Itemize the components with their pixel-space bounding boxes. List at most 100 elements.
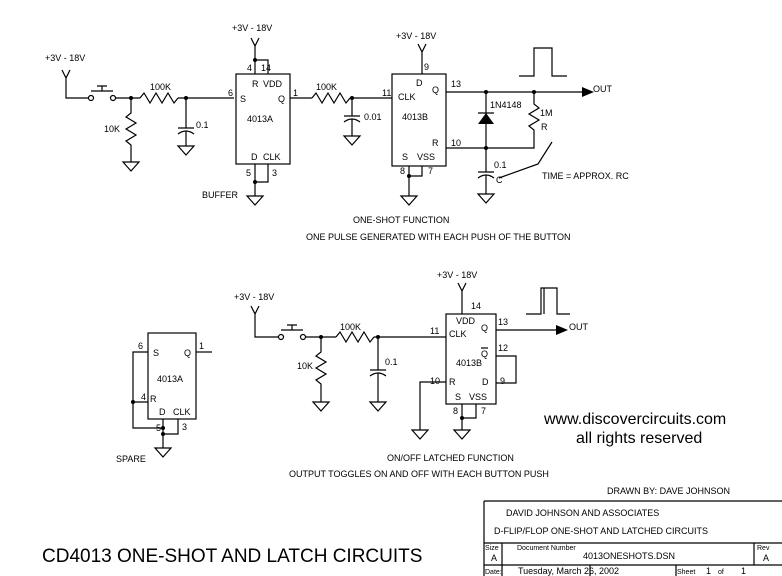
ic-name: 4013B [402, 112, 428, 122]
pin-label-vdd: VDD [263, 79, 283, 89]
capacitor-label: 0.01 [364, 112, 382, 122]
pin-label-clk: CLK [173, 407, 191, 417]
out-arrow [582, 87, 594, 97]
function-title-bottom: ON/OFF LATCHED FUNCTION [387, 453, 514, 463]
pin-number: 14 [261, 63, 271, 73]
pulse-waveform [526, 287, 570, 315]
wire [255, 59, 269, 74]
resistor-label: 100K [316, 82, 337, 92]
main-title: CD4013 ONE-SHOT AND LATCH CIRCUITS [42, 546, 422, 567]
pin-number: 1 [293, 88, 298, 98]
out-label: OUT [593, 84, 613, 94]
pin-label-s: S [240, 94, 246, 104]
pin-label-q: Q [184, 348, 191, 358]
ic-4013b-bottom [445, 313, 497, 405]
date-value: Tuesday, March 26, 2002 [518, 566, 619, 576]
sheet-header: Sheet [677, 569, 695, 576]
junction-dot [161, 426, 165, 430]
junction-dot [407, 174, 411, 178]
pin-number: 10 [451, 138, 461, 148]
capacitor-c [477, 148, 495, 194]
antenna-supply [250, 37, 260, 74]
capacitor-0.01 [343, 98, 361, 136]
spare-label: SPARE [116, 454, 146, 464]
pin-label-qbar: Q [481, 349, 488, 359]
time-formula: TIME = APPROX. RC [542, 171, 629, 181]
resistor-label: 100K [150, 82, 171, 92]
pin-label-q: Q [432, 85, 439, 95]
drawn-by: DRAWN BY: DAVE JOHNSON [607, 486, 730, 496]
junction-dot [253, 180, 257, 184]
pin-label-clk: CLK [449, 329, 467, 339]
ic-4013a-top [235, 73, 291, 165]
capacitor-label: 0.1 [494, 160, 507, 170]
pin-number: 11 [430, 326, 439, 336]
resistor-1m [486, 92, 541, 149]
antenna-input [61, 69, 88, 99]
ground-symbol [452, 429, 472, 440]
website-url: www.discovercircuits.com [543, 411, 726, 428]
pin-number: 3 [182, 422, 187, 432]
pin-number: 3 [272, 168, 277, 178]
pin-number: 9 [424, 62, 429, 72]
resistor-label: 10K [297, 361, 313, 371]
ground-symbol [399, 195, 419, 206]
pushbutton-top [87, 85, 117, 102]
junction-dot [161, 432, 165, 436]
pin-label-r: R [150, 394, 157, 404]
ic-4013b-top [391, 73, 447, 167]
resistor-100k-top2 [311, 91, 351, 105]
pin-number: 6 [228, 88, 233, 98]
ground-symbol [121, 161, 141, 172]
wire-qbar-to-d [496, 355, 517, 384]
pin-label-vdd: VDD [456, 316, 476, 326]
ground-symbol [311, 401, 331, 412]
date-header: Date: [485, 569, 502, 576]
resistor-label: 100K [340, 322, 361, 332]
pin-label-s: S [153, 348, 159, 358]
pin-label-r: R [449, 377, 456, 387]
ic-name: 4013B [456, 358, 482, 368]
company-name: DAVID JOHNSON AND ASSOCIATES [506, 508, 659, 518]
size-header: Size [485, 545, 499, 552]
supply-label-input: +3V - 18V [234, 292, 274, 302]
junction-dot [131, 400, 135, 404]
sheet-total: 1 [741, 566, 746, 576]
pin-number: 13 [498, 317, 508, 327]
pin-number: 4 [141, 392, 146, 402]
pin-label-d: D [159, 407, 166, 417]
junction-dot [460, 416, 464, 420]
doc-number-header: Document Number [517, 545, 576, 552]
pin-label-d: D [482, 377, 489, 387]
resistor-100k-top1 [139, 91, 179, 105]
function-title-top: ONE-SHOT FUNCTION [353, 215, 449, 225]
sheet-of: of [718, 569, 724, 576]
wire [132, 351, 163, 429]
supply-label: +3V - 18V [396, 31, 436, 41]
pushbutton-bottom [277, 324, 307, 341]
capacitor-symbol-c: C [496, 175, 503, 185]
rev-value: A [763, 553, 769, 563]
wire [419, 381, 446, 430]
pin-number: 6 [138, 341, 143, 351]
pin-label-vss: VSS [417, 152, 435, 162]
antenna-input [250, 305, 278, 338]
pin-label-r: R [252, 79, 259, 89]
capacitor-0.1-bottom [369, 337, 387, 402]
diode-label: 1N4148 [490, 100, 522, 110]
ground-symbol [410, 429, 430, 440]
pin-number: 11 [382, 88, 391, 98]
junction-dot [253, 58, 257, 62]
pin-label-r: R [432, 138, 439, 148]
function-desc-bottom: OUTPUT TOGGLES ON AND OFF WITH EACH BUTT… [289, 469, 549, 479]
out-label: OUT [569, 322, 589, 332]
wire [408, 166, 423, 196]
antenna-supply [457, 282, 467, 314]
ground-symbol [476, 193, 496, 204]
ic-name: 4013A [247, 114, 273, 124]
pin-number: 4 [247, 63, 252, 73]
pin-label-q: Q [481, 323, 488, 333]
rights-text: all rights reserved [576, 430, 702, 447]
